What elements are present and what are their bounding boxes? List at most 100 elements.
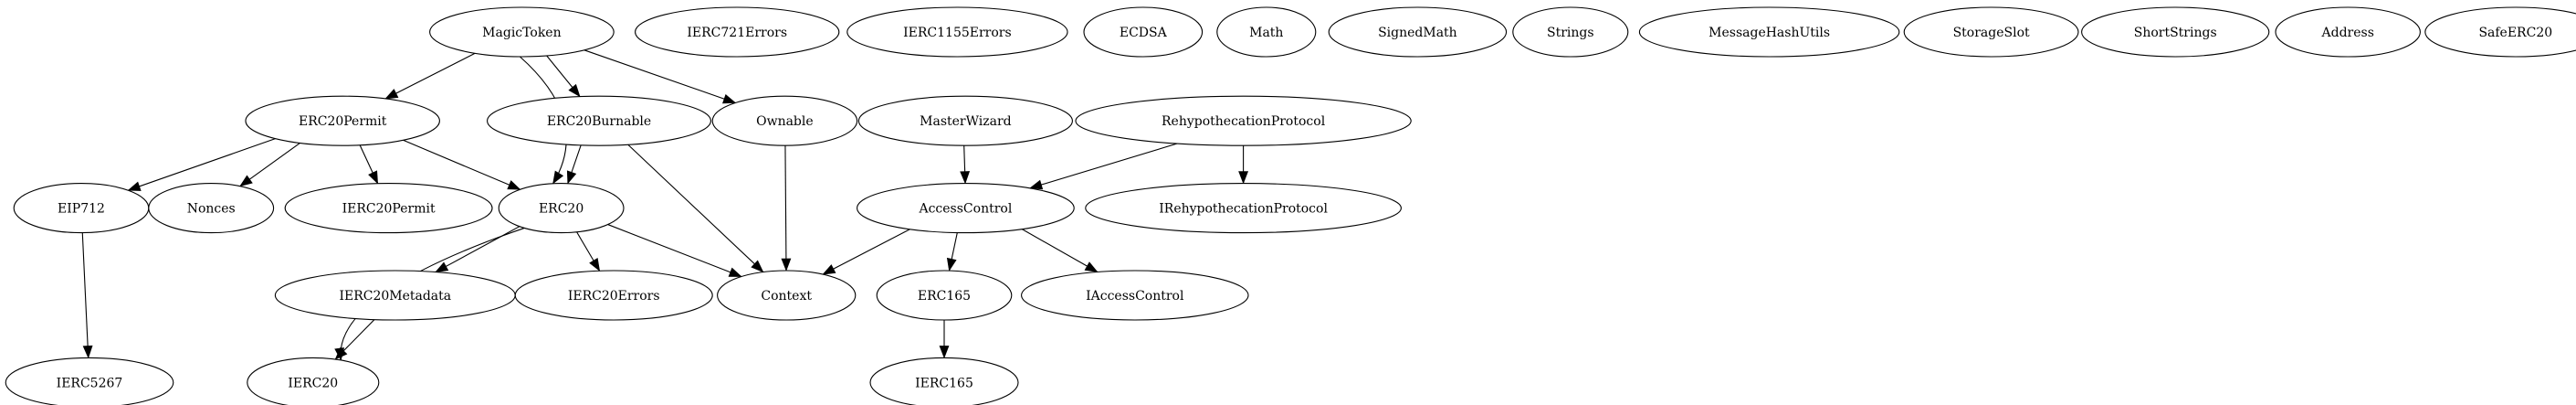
graph-node-messagehashutils[interactable]: MessageHashUtils [1638, 6, 1900, 58]
edge-arrowhead [589, 258, 601, 272]
edge-line [239, 143, 300, 187]
edge-arrowhead [334, 346, 348, 360]
edge-arrowhead [1084, 261, 1099, 272]
graph-node-shortstrings[interactable]: ShortStrings [2081, 6, 2270, 58]
edge-arrowhead [1238, 171, 1249, 185]
graph-edge [403, 139, 521, 190]
graph-node-ownable[interactable]: Ownable [711, 95, 858, 146]
graph-edge [359, 144, 379, 185]
graph-node-storageslot[interactable]: StorageSlot [1903, 6, 2079, 58]
graph-edge [435, 226, 520, 273]
graph-node-rehypothecationprotocol[interactable]: RehypothecationProtocol [1075, 95, 1412, 146]
graph-edge [960, 145, 971, 185]
edge-line [1021, 229, 1099, 272]
edge-arrowhead [946, 257, 957, 272]
graph-node-address[interactable]: Address [2275, 6, 2421, 58]
node-ellipse[interactable] [274, 270, 516, 321]
graph-node-ierc20permit[interactable]: IERC20Permit [284, 183, 493, 234]
edge-arrowhead [568, 83, 581, 98]
graph-node-ecdsa[interactable]: ECDSA [1083, 6, 1204, 58]
node-ellipse[interactable] [1075, 95, 1412, 146]
node-ellipse[interactable] [1328, 6, 1508, 58]
graph-node-erc20[interactable]: ERC20 [498, 183, 625, 234]
graph-node-ierc721errors[interactable]: IERC721Errors [635, 6, 840, 58]
node-ellipse[interactable] [1638, 6, 1900, 58]
graph-edge [546, 55, 581, 98]
edge-line [1029, 143, 1178, 189]
graph-node-safeerc20[interactable]: SafeERC20 [2424, 6, 2576, 58]
node-ellipse[interactable] [1085, 183, 1402, 234]
edge-line [403, 139, 520, 190]
node-ellipse[interactable] [245, 95, 440, 146]
graph-edge [1021, 229, 1099, 272]
graph-node-irehypothecationprotocol[interactable]: IRehypothecationProtocol [1085, 183, 1402, 234]
node-ellipse[interactable] [635, 6, 840, 58]
node-ellipse[interactable] [487, 95, 711, 146]
graph-node-ierc20metadata[interactable]: IERC20Metadata [274, 270, 516, 321]
node-ellipse[interactable] [498, 183, 625, 234]
edge-line [822, 229, 910, 275]
node-ellipse[interactable] [514, 270, 713, 321]
node-ellipse[interactable] [876, 270, 1013, 321]
edge-arrowhead [722, 93, 737, 104]
graph-edge [1238, 145, 1249, 185]
node-ellipse[interactable] [429, 6, 615, 58]
edge-arrowhead [384, 89, 399, 100]
node-ellipse[interactable] [857, 183, 1075, 234]
graph-edge [334, 319, 375, 360]
graph-edge [781, 145, 792, 272]
graph-node-context[interactable]: Context [717, 270, 857, 321]
node-ellipse[interactable] [2275, 6, 2421, 58]
graph-node-ierc20[interactable]: IERC20 [247, 357, 380, 405]
graph-node-math[interactable]: Math [1216, 6, 1317, 58]
node-ellipse[interactable] [1512, 6, 1629, 58]
edge-arrowhead [781, 258, 792, 272]
graph-node-ierc1155errors[interactable]: IERC1155Errors [846, 6, 1068, 58]
node-ellipse[interactable] [2424, 6, 2576, 58]
edge-arrowhead [552, 170, 564, 185]
node-ellipse[interactable] [869, 357, 1019, 405]
edge-arrowhead [566, 170, 577, 185]
node-ellipse[interactable] [1021, 270, 1249, 321]
node-ellipse[interactable] [857, 95, 1073, 146]
edge-layer [81, 49, 1249, 361]
node-ellipse[interactable] [717, 270, 857, 321]
node-ellipse[interactable] [1083, 6, 1204, 58]
graph-edge [939, 320, 950, 359]
node-ellipse[interactable] [846, 6, 1068, 58]
graph-node-iaccesscontrol[interactable]: IAccessControl [1021, 270, 1249, 321]
graph-edge [384, 52, 476, 100]
node-ellipse[interactable] [1216, 6, 1317, 58]
graph-node-strings[interactable]: Strings [1512, 6, 1629, 58]
node-ellipse[interactable] [13, 183, 150, 234]
graph-node-erc165[interactable]: ERC165 [876, 270, 1013, 321]
graph-edge [627, 144, 764, 273]
graph-node-signedmath[interactable]: SignedMath [1328, 6, 1508, 58]
node-ellipse[interactable] [148, 183, 275, 234]
node-ellipse[interactable] [247, 357, 380, 405]
graph-edge [566, 144, 582, 185]
node-ellipse[interactable] [711, 95, 858, 146]
edge-line [627, 144, 764, 272]
graph-node-erc20burnable[interactable]: ERC20Burnable [487, 95, 711, 146]
graph-edge [946, 232, 958, 272]
graph-node-ierc5267[interactable]: IERC5267 [5, 357, 174, 405]
graph-edge [822, 229, 910, 275]
graph-node-masterwizard[interactable]: MasterWizard [857, 95, 1073, 146]
graph-node-erc20permit[interactable]: ERC20Permit [245, 95, 440, 146]
graph-edge [576, 231, 601, 272]
node-ellipse[interactable] [284, 183, 493, 234]
node-ellipse[interactable] [1903, 6, 2079, 58]
edge-arrowhead [960, 171, 971, 185]
node-ellipse[interactable] [2081, 6, 2270, 58]
graph-node-nonces[interactable]: Nonces [148, 183, 275, 234]
graph-node-ierc20errors[interactable]: IERC20Errors [514, 270, 713, 321]
graph-node-ierc165[interactable]: IERC165 [869, 357, 1019, 405]
node-ellipse[interactable] [5, 357, 174, 405]
graph-node-magictoken[interactable]: MagicToken [429, 6, 615, 58]
graph-edge [1029, 143, 1178, 190]
graph-node-eip712[interactable]: EIP712 [13, 183, 150, 234]
edge-arrowhead [939, 346, 950, 359]
graph-node-accesscontrol[interactable]: AccessControl [857, 183, 1075, 234]
